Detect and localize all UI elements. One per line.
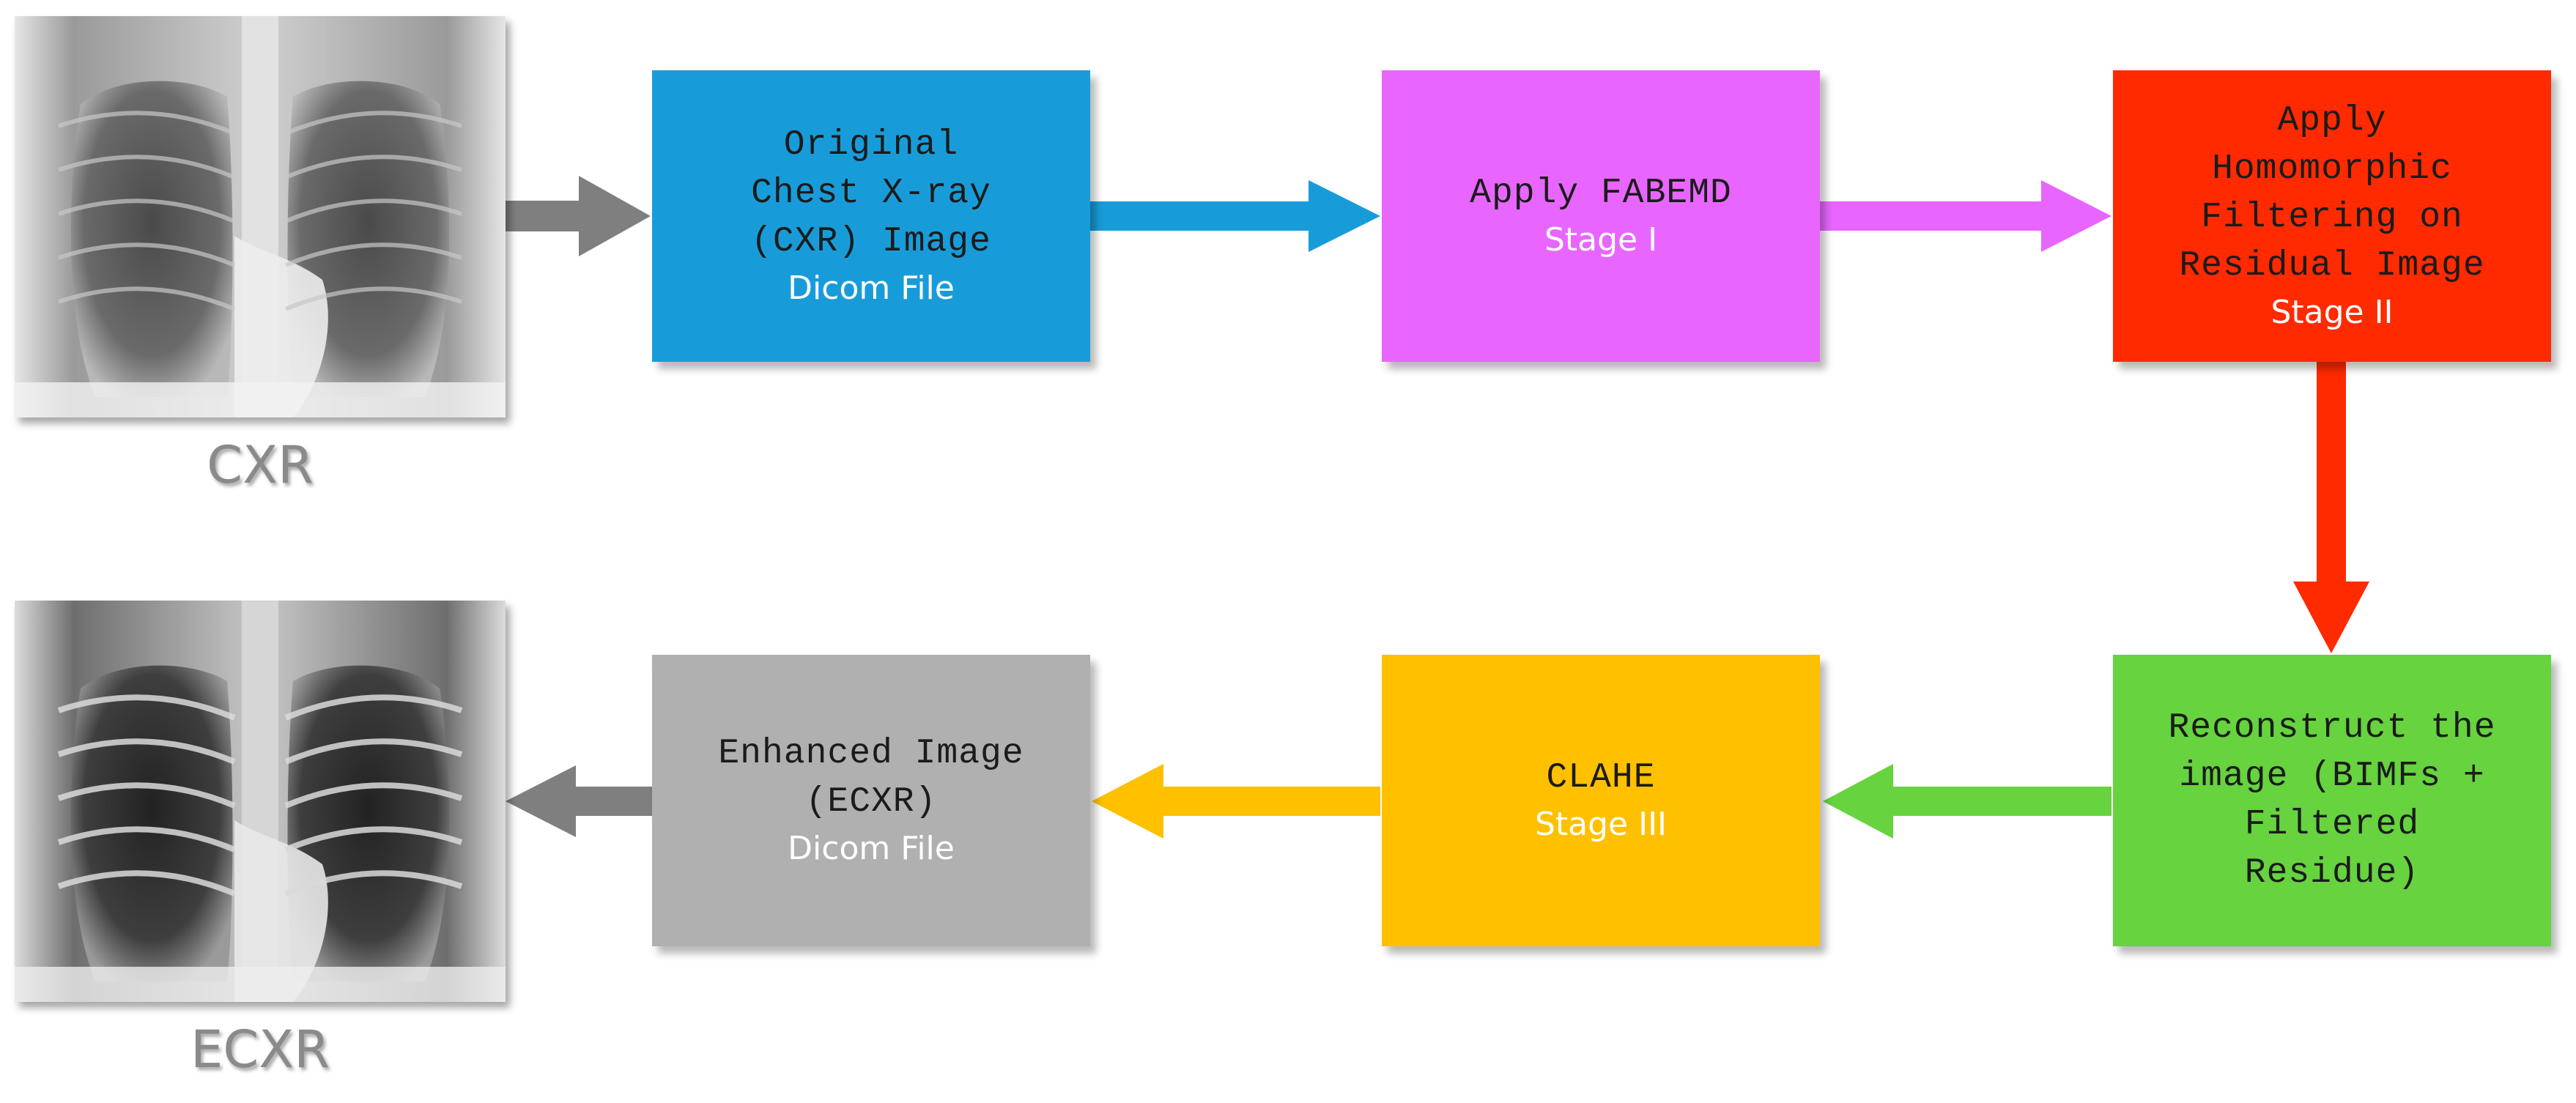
reconstruct-box: Reconstruct the image (BIMFs + Filtered … xyxy=(2113,655,2551,946)
cxr-image xyxy=(15,16,506,417)
ecxr-image xyxy=(15,601,506,1002)
homomorphic-title: Apply Homomorphic Filtering on Residual … xyxy=(2179,101,2485,286)
original-cxr-subtitle: Dicom File xyxy=(788,270,955,307)
ecxr-label: ECXR xyxy=(190,1020,330,1080)
homomorphic-subtitle: Stage II xyxy=(2270,294,2394,331)
cxr-label: CXR xyxy=(207,435,314,495)
clahe-box: CLAHE Stage III xyxy=(1382,655,1820,946)
fabemd-title: Apply FABEMD xyxy=(1470,174,1732,213)
arrow-enhanced-to-ecxr xyxy=(506,765,656,837)
clahe-subtitle: Stage III xyxy=(1534,806,1668,843)
homomorphic-box: Apply Homomorphic Filtering on Residual … xyxy=(2113,70,2551,362)
arrow-cxr-to-original xyxy=(494,176,651,256)
fabemd-subtitle: Stage I xyxy=(1544,221,1658,259)
enhanced-box: Enhanced Image (ECXR) Dicom File xyxy=(652,655,1090,946)
arrow-original-to-fabemd xyxy=(1089,180,1380,252)
enhanced-title: Enhanced Image (ECXR) xyxy=(718,734,1024,822)
arrow-reconstruct-to-clahe xyxy=(1823,764,2111,839)
arrow-clahe-to-enhanced xyxy=(1092,764,1380,839)
enhanced-subtitle: Dicom File xyxy=(788,830,955,867)
reconstruct-title: Reconstruct the image (BIMFs + Filtered … xyxy=(2168,708,2496,893)
arrow-fabemd-to-homomorphic xyxy=(1820,180,2111,252)
arrow-homomorphic-to-reconstruct xyxy=(2293,359,2369,653)
original-cxr-title: Original Chest X-ray (CXR) Image xyxy=(751,125,991,261)
fabemd-box: Apply FABEMD Stage I xyxy=(1382,70,1820,362)
clahe-title: CLAHE xyxy=(1546,758,1656,798)
original-cxr-box: Original Chest X-ray (CXR) Image Dicom F… xyxy=(652,70,1090,362)
